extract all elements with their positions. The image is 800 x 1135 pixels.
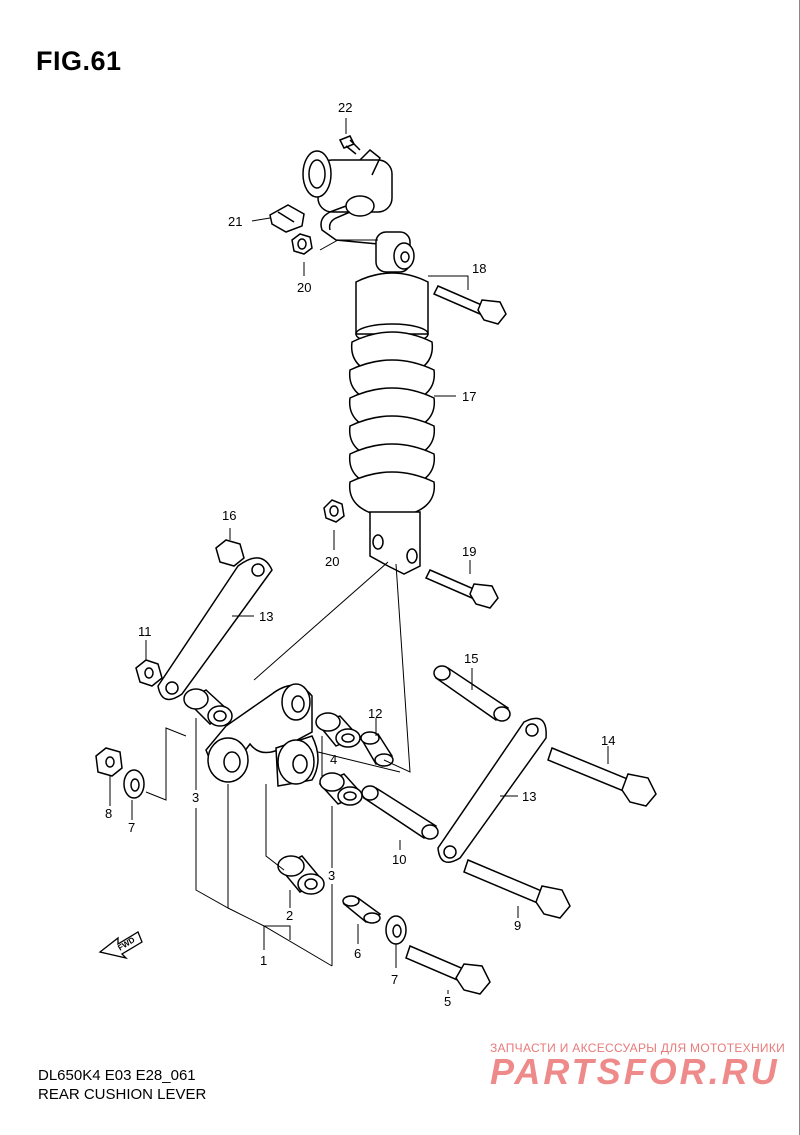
spacer-12	[360, 731, 394, 767]
callout-18: 18	[472, 261, 486, 276]
nut-20-lower	[323, 499, 345, 523]
bearing-3-right	[318, 772, 364, 806]
callout-3-right: 3	[328, 868, 335, 883]
callout-12: 12	[368, 706, 382, 721]
callout-13-lower: 13	[522, 789, 536, 804]
bolt-22	[338, 135, 361, 155]
callout-11: 11	[138, 624, 152, 639]
callout-17: 17	[462, 389, 476, 404]
nut-20-upper	[291, 233, 313, 255]
callout-labels: 22 21 20 18 17 16 20 19 13 11 15 12 14 4…	[105, 100, 615, 1009]
callout-21: 21	[228, 214, 242, 229]
spacer-10	[361, 785, 439, 840]
cushion-lever	[205, 683, 319, 787]
spacer-15	[433, 665, 511, 722]
bolt-5	[405, 944, 491, 995]
bolt-18	[432, 285, 507, 325]
fwd-arrow-icon: FWD	[98, 931, 143, 960]
watermark-brand: PARTSFOR.RU	[490, 1051, 780, 1092]
nut-8	[95, 747, 123, 777]
cushion-rod-upper	[157, 557, 273, 701]
watermark-tagline: ЗАПЧАСТИ И АКСЕССУАРЫ ДЛЯ МОТОТЕХНИКИ	[490, 1041, 786, 1055]
preload-adjuster	[302, 148, 393, 245]
callout-9: 9	[514, 918, 521, 933]
bearing-3-left	[183, 688, 233, 727]
callout-7-right: 7	[391, 972, 398, 987]
bolt-14	[547, 747, 657, 807]
callout-5: 5	[444, 994, 451, 1009]
callout-16: 16	[222, 508, 236, 523]
washer-7-left	[123, 769, 145, 799]
rear-shock-absorber	[348, 231, 436, 575]
callout-22: 22	[338, 100, 352, 115]
model-code: DL650K4 E03 E28_061	[38, 1067, 196, 1084]
nut-11	[135, 659, 163, 687]
callout-6: 6	[354, 946, 361, 961]
callout-8: 8	[105, 806, 112, 821]
callout-2: 2	[286, 908, 293, 923]
clamp-21	[269, 204, 305, 233]
diagram-caption: REAR CUSHION LEVER	[38, 1086, 207, 1103]
callout-19: 19	[462, 544, 476, 559]
nut-16	[215, 539, 245, 567]
bearing-2	[277, 855, 325, 895]
figure-title: FIG.61	[36, 46, 122, 76]
callout-1: 1	[260, 953, 267, 968]
spacer-6	[342, 895, 382, 924]
callout-14: 14	[601, 733, 615, 748]
bearing-4	[315, 712, 361, 748]
callout-20-lower: 20	[325, 554, 339, 569]
callout-3-left: 3	[192, 790, 199, 805]
callout-15: 15	[464, 651, 478, 666]
callout-7-left: 7	[128, 820, 135, 835]
washer-7-right	[385, 915, 407, 945]
bolt-19	[424, 569, 499, 609]
callout-20-upper: 20	[297, 280, 311, 295]
leader-lines	[109, 118, 609, 994]
callout-4: 4	[330, 752, 337, 767]
cushion-rod-lower	[437, 717, 547, 863]
callout-10: 10	[392, 852, 406, 867]
bolt-9	[463, 858, 571, 919]
callout-13-upper: 13	[259, 609, 273, 624]
